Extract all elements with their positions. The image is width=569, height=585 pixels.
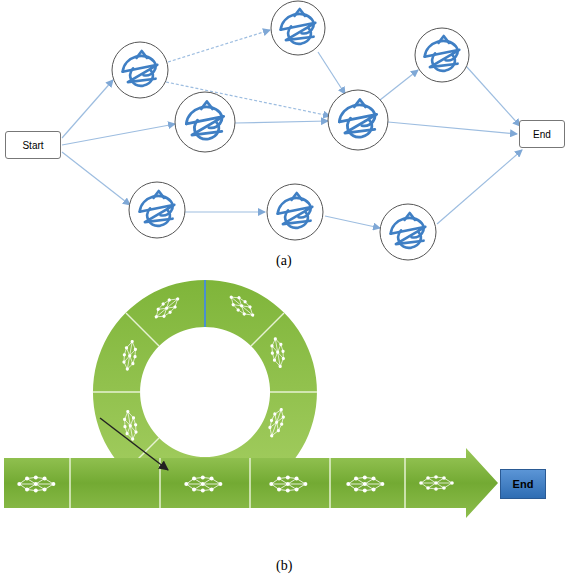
- end-box: End: [500, 469, 546, 499]
- end-box: End: [519, 120, 565, 148]
- node-text: End: [513, 478, 534, 490]
- panel-label: (a): [276, 253, 292, 269]
- panel-label: (b): [276, 558, 292, 574]
- node-text: Start: [22, 140, 43, 151]
- node-text: End: [533, 129, 551, 140]
- start-box: Start: [5, 131, 61, 159]
